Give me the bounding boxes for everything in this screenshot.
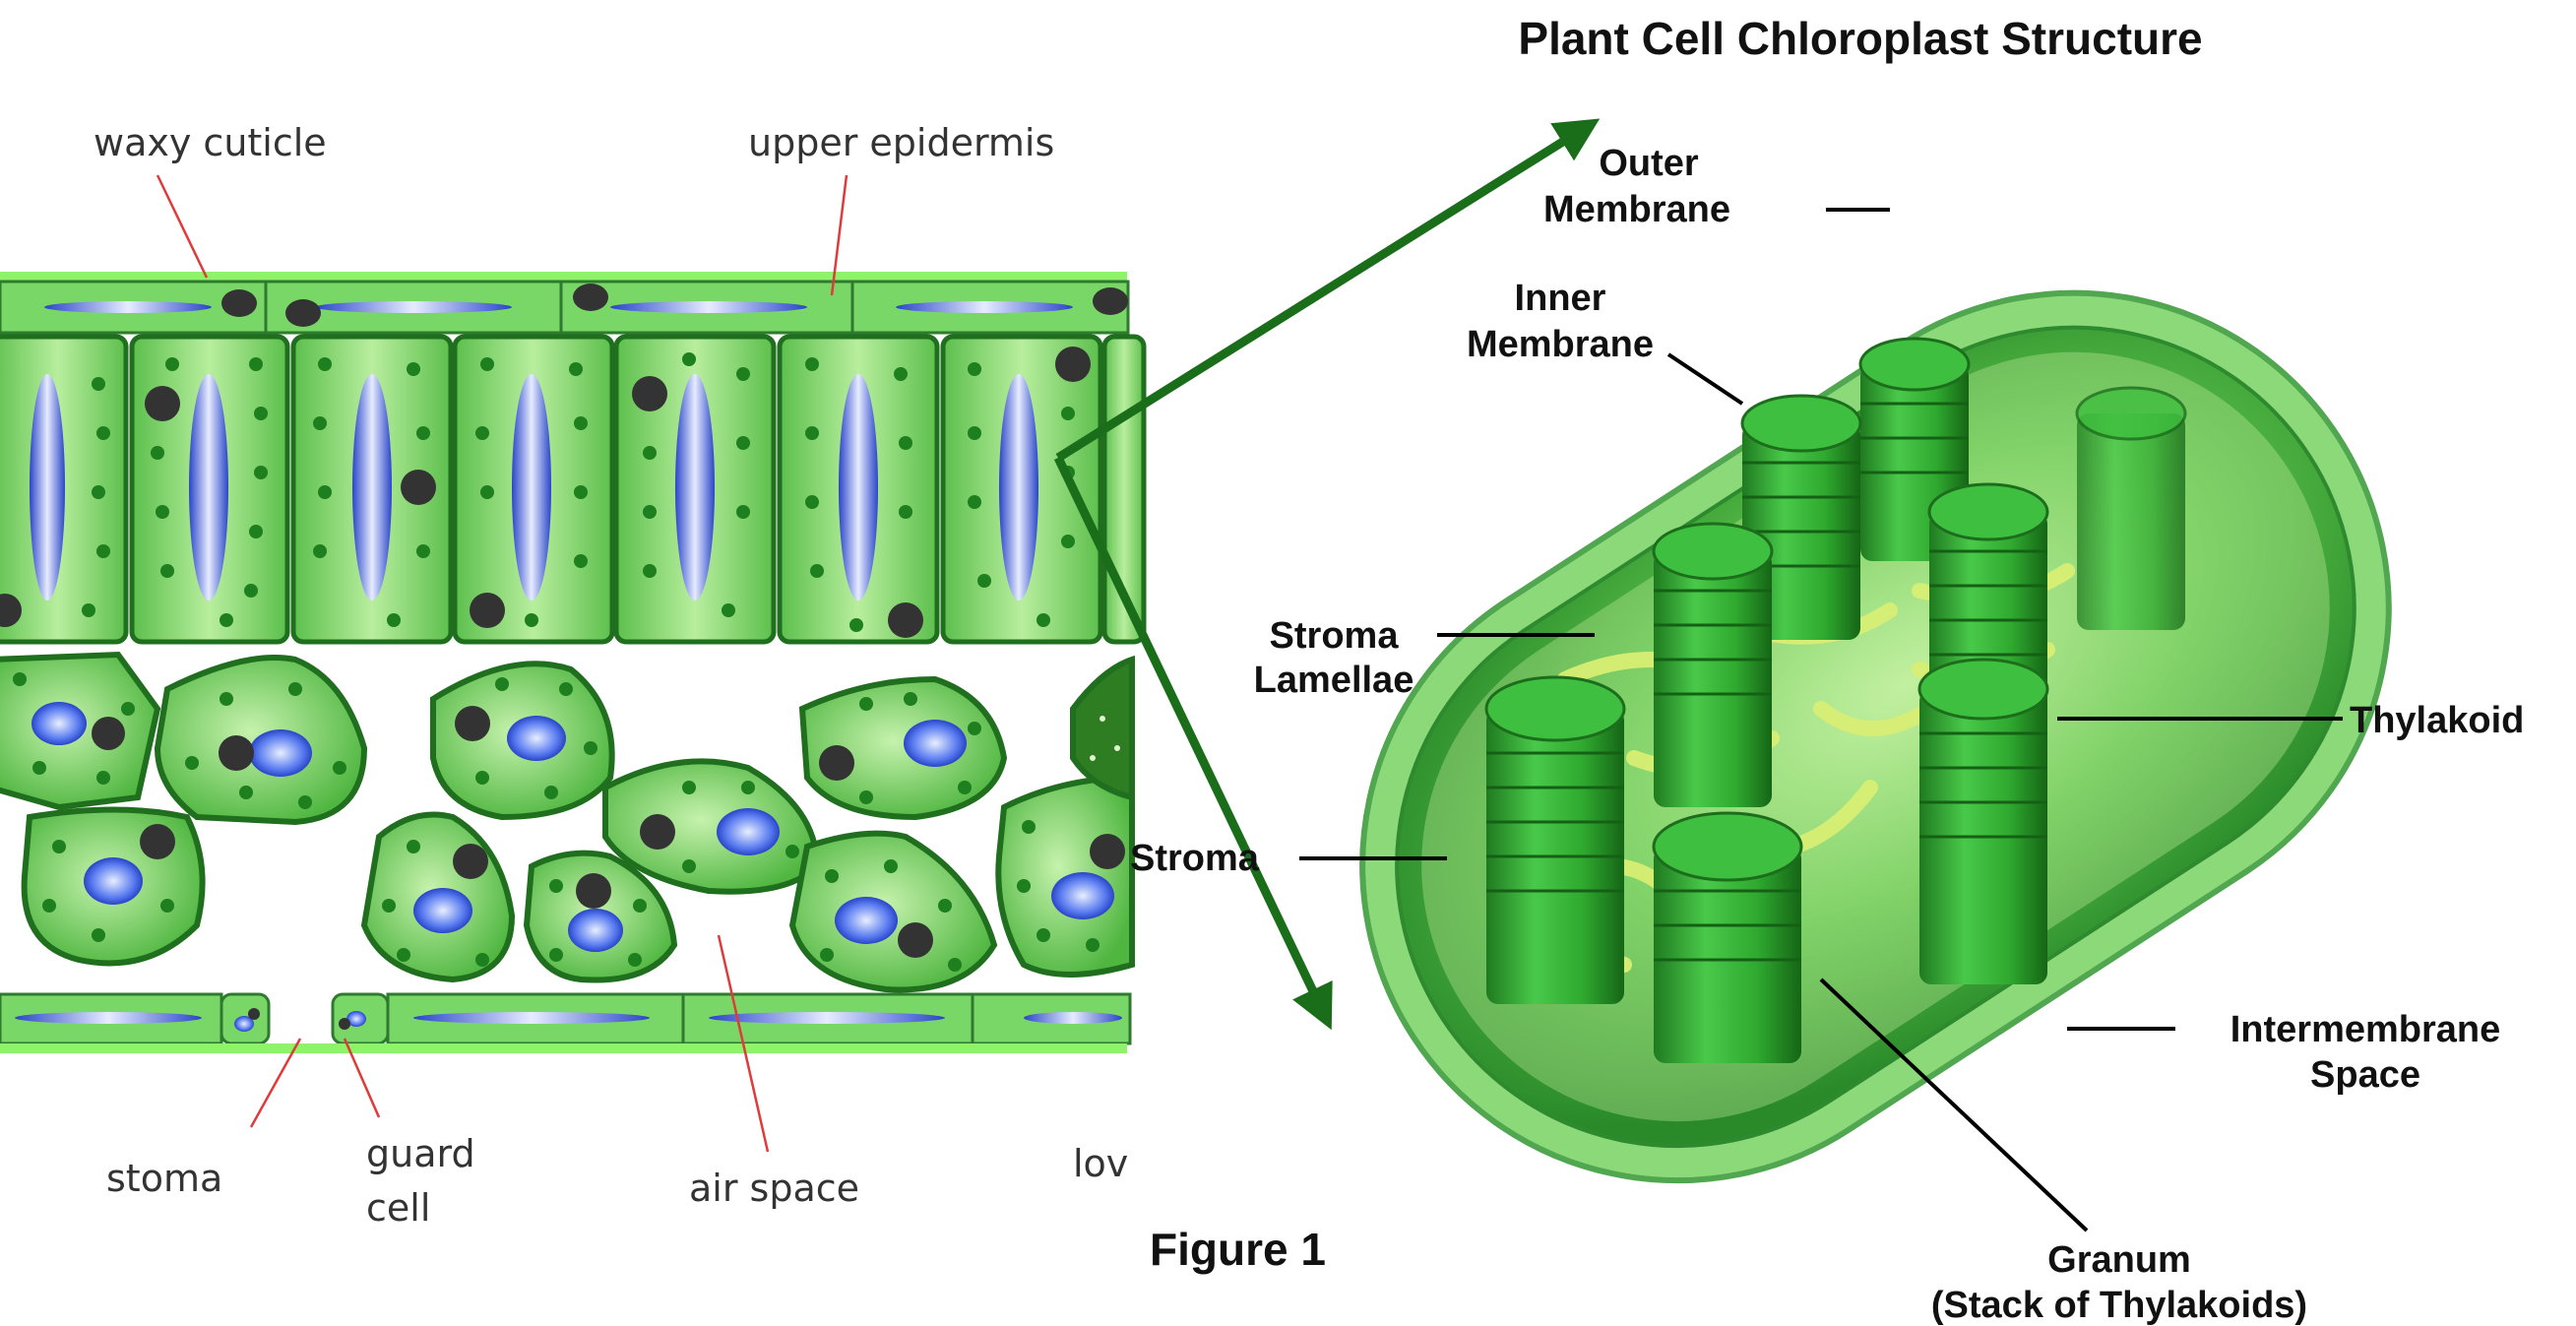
spongy-cell-dark: [1073, 660, 1132, 797]
palisade-cell: [455, 337, 612, 642]
spongy-mesophyll: [0, 655, 1132, 989]
arrow-to-top: [1058, 128, 1585, 458]
label-stoma: stoma: [106, 1157, 222, 1200]
spongy-cell: [998, 778, 1132, 975]
label-lower-epidermis-partial: lov: [1073, 1142, 1128, 1185]
label-guard-cell-line2: cell: [366, 1186, 430, 1230]
palisade-cell: [780, 337, 937, 642]
spongy-cell: [364, 815, 512, 980]
spongy-cell: [25, 810, 203, 964]
palisade-layer: [0, 337, 1144, 642]
label-intermembrane-line2: Space: [2310, 1054, 2420, 1096]
granum: [1654, 524, 1772, 807]
granum: [1919, 660, 2047, 984]
label-intermembrane-line1: Intermembrane: [2230, 1009, 2501, 1050]
granum: [1654, 813, 1801, 1063]
label-waxy-cuticle: waxy cuticle: [94, 121, 327, 164]
label-guard-cell-line1: guard: [366, 1132, 475, 1175]
palisade-cell: [616, 337, 774, 642]
granum: [1486, 677, 1624, 1004]
label-thylakoid: Thylakoid: [2350, 700, 2524, 741]
label-inner-membrane-line1: Inner: [1515, 278, 1606, 319]
granum: [2077, 388, 2185, 630]
palisade-cell: [293, 337, 451, 642]
label-stroma: Stroma: [1130, 838, 1260, 879]
label-granum-line2: (Stack of Thylakoids): [1931, 1285, 2307, 1326]
label-outer-membrane-line2: Membrane: [1543, 189, 1730, 230]
label-inner-membrane-line2: Membrane: [1467, 324, 1654, 365]
lower-epidermis: [0, 994, 1130, 1053]
label-granum-line1: Granum: [2047, 1239, 2191, 1281]
page-title: Plant Cell Chloroplast Structure: [1518, 13, 2202, 64]
palisade-cell: [0, 337, 126, 642]
leaf-cross-section: waxy cuticle upper epidermis stoma guard…: [0, 121, 1144, 1230]
spongy-cell: [802, 679, 1004, 817]
spongy-cell: [0, 655, 157, 807]
spongy-cell: [157, 658, 364, 822]
label-stroma-lamellae-line1: Stroma: [1270, 615, 1400, 657]
label-outer-membrane-line1: Outer: [1599, 143, 1699, 184]
spongy-cell: [433, 663, 612, 817]
figure-label: Figure 1: [1150, 1224, 1326, 1275]
chloroplast: Outer Membrane Inner Membrane Stroma Lam…: [1130, 143, 2524, 1326]
label-upper-epidermis: upper epidermis: [748, 121, 1054, 164]
palisade-cell: [132, 337, 287, 642]
label-air-space: air space: [689, 1167, 859, 1210]
label-stroma-lamellae-line2: Lamellae: [1254, 660, 1414, 701]
upper-epidermis: [0, 282, 1128, 333]
spongy-cell: [792, 834, 994, 990]
